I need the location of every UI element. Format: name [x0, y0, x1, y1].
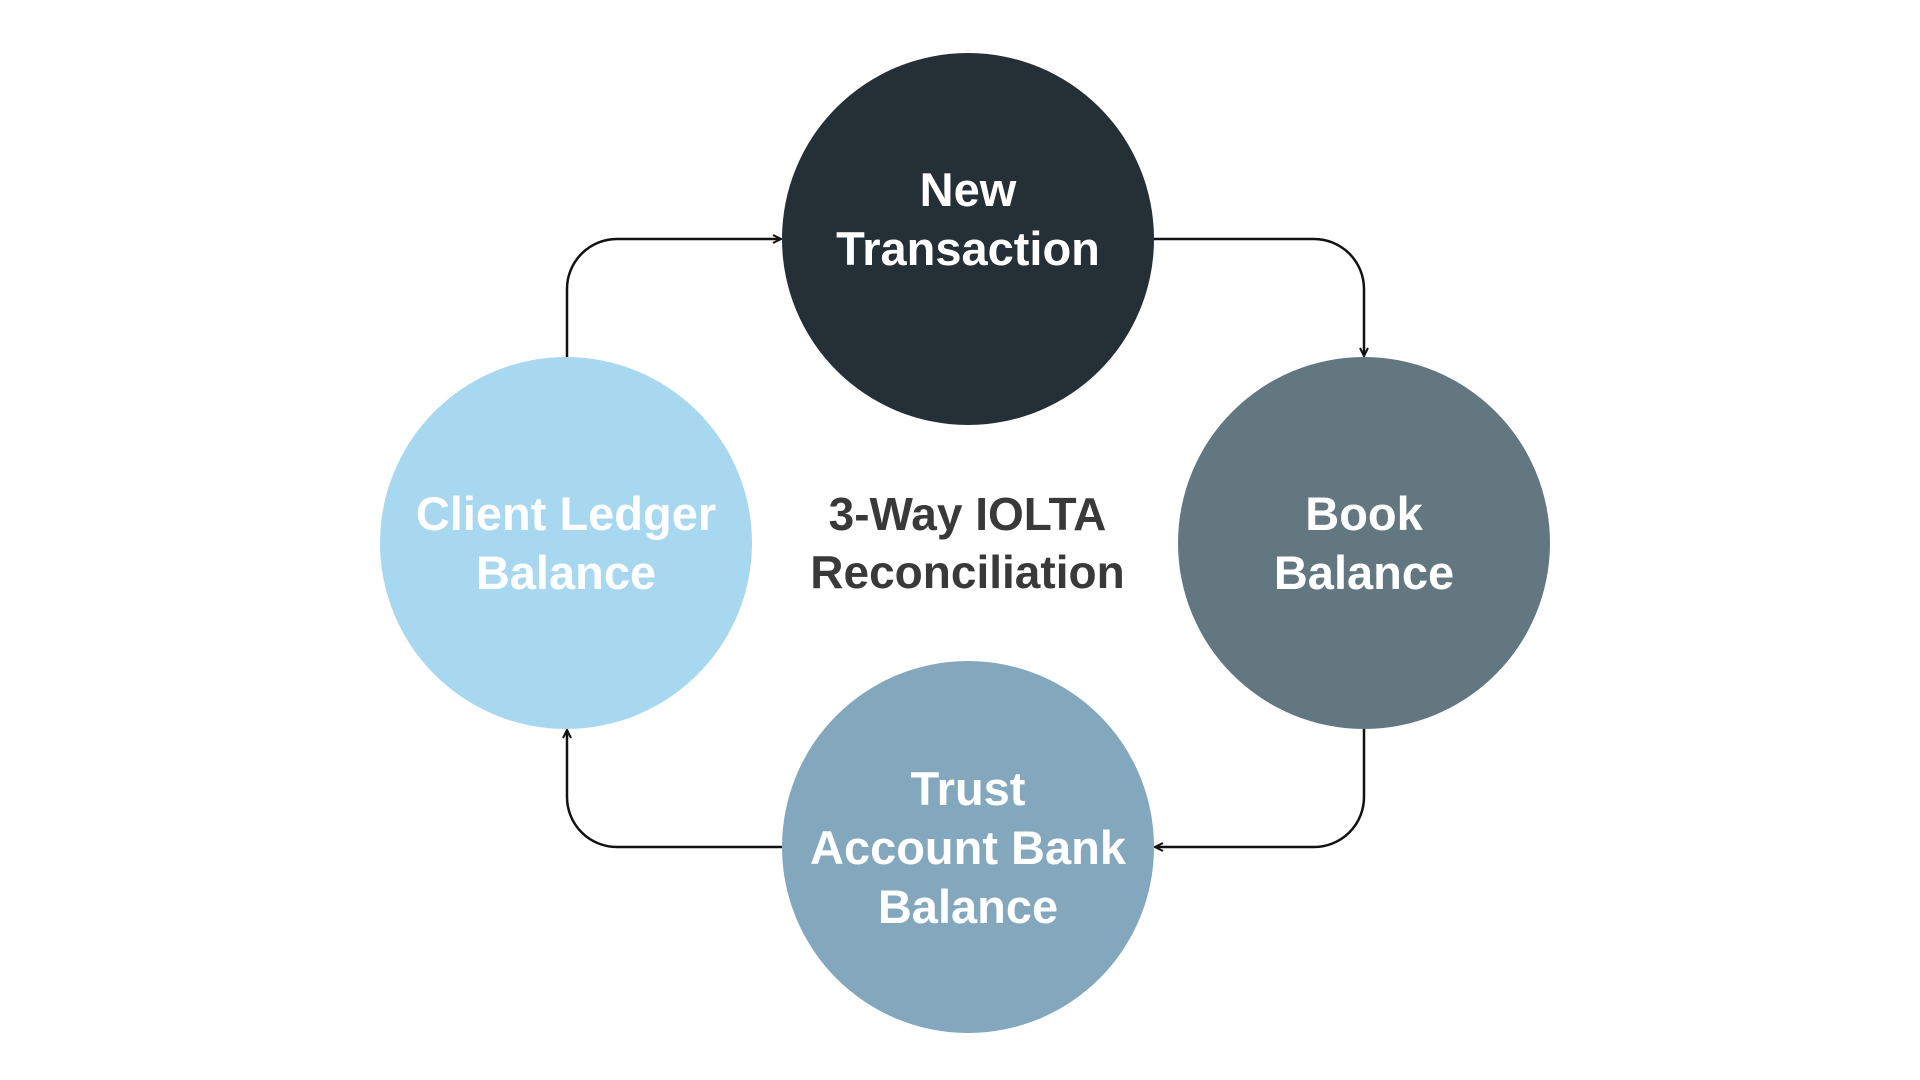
- node-trust-account-bank-balance: Trust Account Bank Balance: [782, 661, 1154, 1033]
- center-title-line-2: Reconciliation: [810, 546, 1125, 598]
- node-client-ledger-label-line-2: Balance: [475, 546, 657, 599]
- diagram-center-title: 3-Way IOLTA Reconciliation: [760, 485, 1175, 601]
- connector-client-to-new: [565, 239, 781, 357]
- node-new-transaction: New Transaction: [782, 53, 1154, 425]
- node-trust-label-line-2: Account Bank: [810, 820, 1126, 874]
- node-book-balance: Book Balance: [1178, 357, 1550, 729]
- node-trust-label-line-1: Trust: [910, 761, 1026, 815]
- connector-trust-to-client: [567, 730, 782, 849]
- center-title-line-1: 3-Way IOLTA: [828, 488, 1107, 540]
- connector-new-to-book: [1154, 237, 1364, 356]
- node-trust-label-line-3: Balance: [877, 879, 1059, 933]
- node-new-transaction-label-line-2: Transaction: [836, 222, 1100, 275]
- node-client-ledger-label-line-1: Client Ledger: [415, 487, 717, 540]
- node-new-transaction-label-line-1: New: [919, 163, 1017, 216]
- node-client-ledger-balance: Client Ledger Balance: [380, 357, 752, 729]
- node-book-balance-label-line-2: Balance: [1273, 546, 1455, 599]
- connector-book-to-trust: [1155, 729, 1366, 847]
- node-book-balance-label-line-1: Book: [1305, 487, 1423, 540]
